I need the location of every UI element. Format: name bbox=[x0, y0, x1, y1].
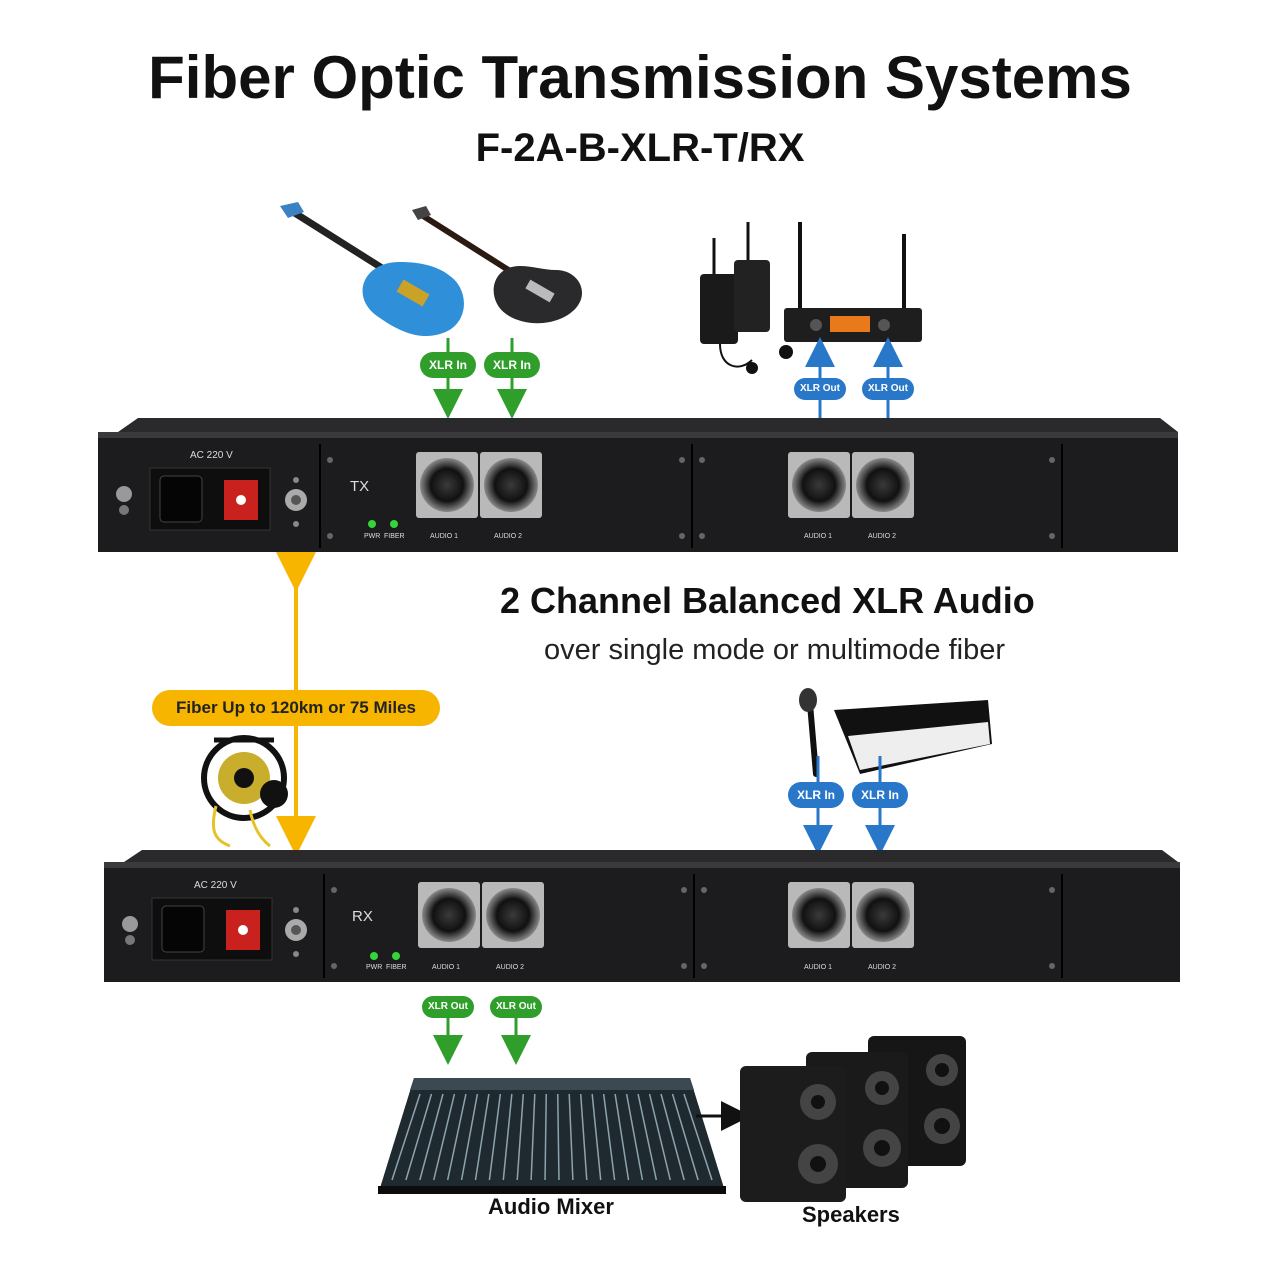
tx-led-label-fiber: FIBER bbox=[384, 533, 405, 540]
rx-power-label: AC 220 V bbox=[194, 880, 237, 891]
mixer-channel-strip bbox=[391, 1093, 421, 1181]
fiber-cable-reel-icon bbox=[201, 735, 288, 848]
rx-led-label-pwr: PWR bbox=[366, 964, 383, 971]
rx-port-label-1: AUDIO 1 bbox=[432, 964, 461, 971]
rx-port-label-4: AUDIO 2 bbox=[868, 964, 897, 971]
rx-rack-unit bbox=[104, 850, 1180, 982]
mixer-channel-strip bbox=[671, 1093, 699, 1181]
speaker-icon bbox=[740, 1066, 846, 1202]
tx-port-label-3: AUDIO 1 bbox=[804, 533, 833, 540]
tx-port-label-4: AUDIO 2 bbox=[868, 533, 897, 540]
rx-mode-label: RX bbox=[352, 908, 373, 925]
fiber-distance-label: Fiber Up to 120km or 75 Miles bbox=[152, 690, 440, 726]
feature-subline: over single mode or multimode fiber bbox=[544, 634, 1005, 666]
audio-mixer-icon bbox=[378, 1078, 726, 1194]
rx-led-label-fiber: FIBER bbox=[386, 964, 407, 971]
speakers-caption: Speakers bbox=[802, 1202, 900, 1227]
tx-xlr-in-label-2: XLR In bbox=[484, 352, 540, 378]
mixer-channel-strip bbox=[419, 1093, 444, 1181]
mixer-channel-strip bbox=[625, 1093, 644, 1181]
tx-xlr-out-label-1: XLR Out bbox=[794, 378, 846, 400]
mixer-channel-strip bbox=[502, 1093, 513, 1181]
rx-port-label-2: AUDIO 2 bbox=[496, 964, 525, 971]
tx-led-label-pwr: PWR bbox=[364, 533, 381, 540]
mixer-channel-strip bbox=[446, 1093, 467, 1181]
tx-port-label-2: AUDIO 2 bbox=[494, 533, 523, 540]
mixer-channel-strip bbox=[614, 1093, 630, 1181]
mixer-channel-strip bbox=[460, 1093, 479, 1181]
mixer-channel-strip bbox=[530, 1093, 536, 1181]
keyboard-icon bbox=[834, 700, 992, 774]
mixer-channel-strip bbox=[579, 1093, 588, 1181]
electric-guitar-icon bbox=[280, 202, 464, 337]
rx-xlr-out-label-2: XLR Out bbox=[490, 996, 542, 1018]
rx-port-label-3: AUDIO 1 bbox=[804, 964, 833, 971]
rx-xlr-out-label-1: XLR Out bbox=[422, 996, 474, 1018]
mixer-channel-strip bbox=[474, 1093, 490, 1181]
tx-port-label-1: AUDIO 1 bbox=[430, 533, 459, 540]
mixer-channel-strip bbox=[488, 1093, 502, 1181]
model-number: F-2A-B-XLR-T/RX bbox=[475, 126, 805, 170]
bass-guitar-icon bbox=[412, 206, 583, 324]
mixer-channel-strip bbox=[637, 1093, 658, 1181]
rx-xlr-in-label-1: XLR In bbox=[788, 782, 844, 808]
tx-xlr-in-label-1: XLR In bbox=[420, 352, 476, 378]
mixer-caption: Audio Mixer bbox=[488, 1194, 614, 1219]
mixer-channel-strip bbox=[405, 1093, 433, 1181]
mixer-channel-strip bbox=[568, 1093, 574, 1181]
mixer-channel-strip bbox=[433, 1093, 456, 1181]
mixer-channel-strip bbox=[516, 1093, 525, 1181]
rx-xlr-in-label-2: XLR In bbox=[852, 782, 908, 808]
mixer-channel-strip bbox=[602, 1093, 616, 1181]
tx-power-label: AC 220 V bbox=[190, 450, 233, 461]
wireless-bodypack-icon bbox=[700, 222, 793, 374]
mixer-channel-strip bbox=[683, 1093, 713, 1181]
tx-rack-unit bbox=[98, 418, 1178, 552]
mixer-channel-strip bbox=[660, 1093, 685, 1181]
mixer-channel-strip bbox=[648, 1093, 671, 1181]
tx-mode-label: TX bbox=[350, 478, 370, 495]
feature-headline: 2 Channel Balanced XLR Audio bbox=[500, 580, 1035, 621]
mixer-channel-strip bbox=[544, 1093, 548, 1181]
tx-xlr-out-label-2: XLR Out bbox=[862, 378, 914, 400]
mixer-channel-strip bbox=[556, 1093, 560, 1181]
wireless-receiver-icon bbox=[784, 222, 922, 342]
handheld-microphone-icon bbox=[799, 688, 819, 777]
page-title: Fiber Optic Transmission Systems bbox=[148, 44, 1132, 111]
mixer-channel-strip bbox=[591, 1093, 602, 1181]
